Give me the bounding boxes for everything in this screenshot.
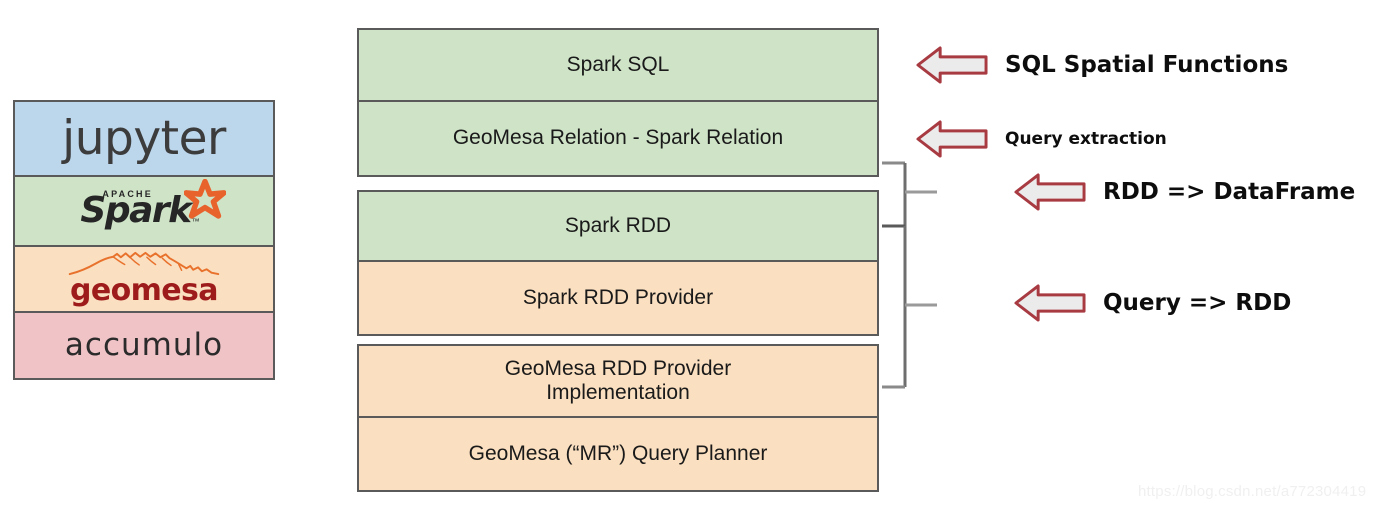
watermark-url: https://blog.csdn.net/a772304419 bbox=[1138, 483, 1367, 500]
annotation-query-to-rdd: Query => RDD bbox=[1013, 282, 1291, 324]
geomesa-logo-text: geomesa bbox=[70, 273, 219, 308]
stack-band-accumulo: accumulo bbox=[15, 313, 273, 378]
annotation-label: Query extraction bbox=[1005, 128, 1167, 149]
technology-stack: jupyter APACHE Spark ™ bbox=[13, 100, 275, 380]
geomesa-logo: geomesa bbox=[44, 248, 244, 310]
layer-box-spark-sql: Spark SQL bbox=[359, 30, 877, 102]
annotation-label: RDD => DataFrame bbox=[1103, 178, 1356, 205]
layer-group-rdd: Spark RDD Spark RDD Provider bbox=[357, 190, 879, 336]
accumulo-logo-text: accumulo bbox=[64, 327, 224, 363]
annotation-label: Query => RDD bbox=[1103, 289, 1292, 316]
left-arrow-icon bbox=[916, 120, 988, 158]
left-arrow-icon bbox=[1014, 284, 1086, 322]
layer-group-geomesa: GeoMesa RDD Provider Implementation GeoM… bbox=[357, 344, 879, 492]
left-arrow-icon bbox=[916, 46, 988, 84]
spark-logo: APACHE Spark ™ bbox=[80, 179, 226, 231]
spark-trademark-symbol: ™ bbox=[191, 217, 200, 226]
spark-logo-text: Spark bbox=[80, 190, 192, 231]
spark-star-icon bbox=[183, 179, 226, 219]
stack-band-spark: APACHE Spark ™ bbox=[15, 177, 273, 247]
layer-box-spark-rdd-provider: Spark RDD Provider bbox=[359, 262, 877, 334]
spark-apache-label: APACHE bbox=[102, 189, 153, 199]
annotation-label: SQL Spatial Functions bbox=[1005, 51, 1289, 78]
layer-box-geomesa-relation: GeoMesa Relation - Spark Relation bbox=[359, 102, 877, 175]
stack-band-geomesa: geomesa bbox=[15, 247, 273, 313]
layer-box-geomesa-query-planner: GeoMesa (“MR”) Query Planner bbox=[359, 418, 877, 490]
annotation-query-extraction: Query extraction bbox=[915, 118, 1167, 160]
layer-box-spark-rdd: Spark RDD bbox=[359, 192, 877, 262]
annotation-sql-spatial-functions: SQL Spatial Functions bbox=[915, 44, 1288, 86]
left-arrow-icon bbox=[1014, 173, 1086, 211]
annotation-rdd-to-dataframe: RDD => DataFrame bbox=[1013, 171, 1355, 213]
jupyter-logo-text: jupyter bbox=[62, 111, 226, 166]
stack-band-jupyter: jupyter bbox=[15, 102, 273, 177]
layer-group-sql: Spark SQL GeoMesa Relation - Spark Relat… bbox=[357, 28, 879, 177]
geomesa-mesa-icon bbox=[68, 251, 220, 276]
layer-box-geomesa-rdd-provider-impl: GeoMesa RDD Provider Implementation bbox=[359, 346, 877, 418]
